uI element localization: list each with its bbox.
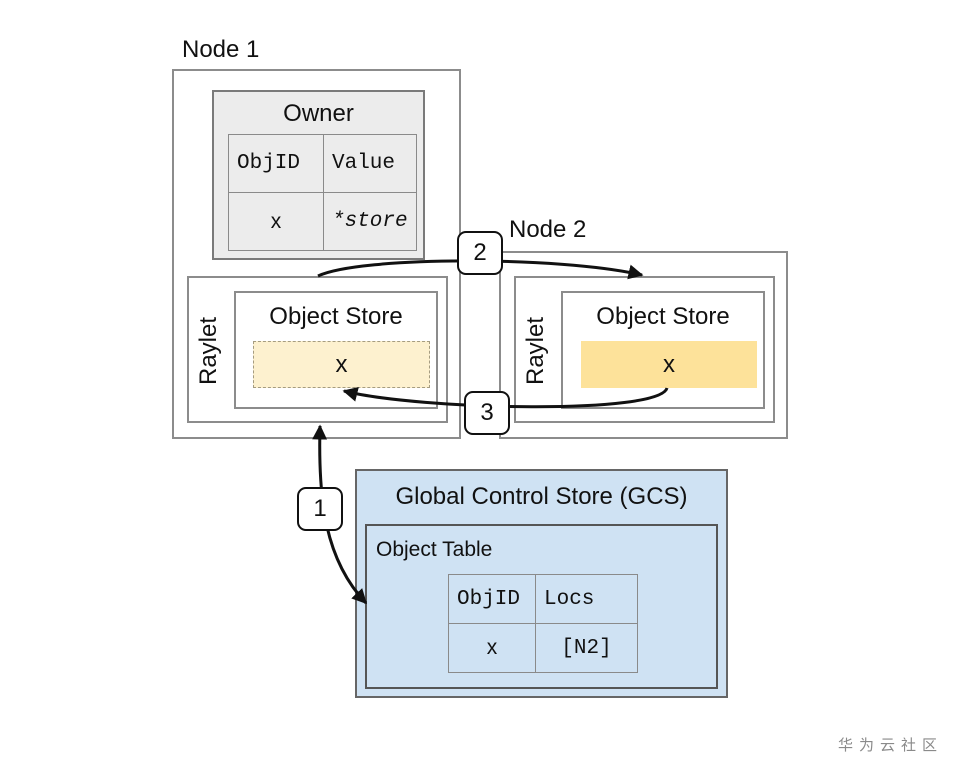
node2-object-x-label: x [663,351,675,378]
node1-object-x: x [253,341,430,388]
step-3-badge: 3 [464,391,510,435]
object-table-header-objid: ObjID [448,574,536,624]
object-table-cell-locs: [N2] [535,623,638,673]
owner-header-value: Value [323,134,417,193]
object-table: ObjID Locs x [N2] [448,574,638,673]
step-1-badge: 1 [297,487,343,531]
node2-object-x: x [581,341,757,388]
object-table-header-locs: Locs [535,574,638,624]
arrow-step-3 [342,386,669,409]
owner-table-row: x *store [228,192,417,251]
owner-header-objid: ObjID [228,134,324,193]
step-2-badge: 2 [457,231,503,275]
object-table-box: Object Table ObjID Locs x [N2] [365,524,718,689]
node2-label: Node 2 [509,216,587,243]
owner-cell-value: *store [323,192,417,251]
object-table-header-row: ObjID Locs [448,574,638,624]
owner-title: Owner [283,100,354,127]
owner-cell-objid: x [228,192,324,251]
gcs-title: Global Control Store (GCS) [395,483,688,510]
watermark: 华为云社区 [838,737,944,754]
owner-table-header-row: ObjID Value [228,134,417,193]
node1-object-x-label: x [335,351,348,378]
owner-table: ObjID Value x *store [228,134,417,251]
object-table-title: Object Table [376,538,493,561]
node2-object-store: Object Store x [561,291,765,409]
object-table-row: x [N2] [448,623,638,673]
node1-object-store: Object Store x [234,291,438,409]
owner-box: Owner ObjID Value x *store [212,90,425,260]
node1-object-store-title: Object Store [269,303,403,330]
node2-object-store-title: Object Store [596,303,730,330]
node1-label: Node 1 [182,36,260,63]
